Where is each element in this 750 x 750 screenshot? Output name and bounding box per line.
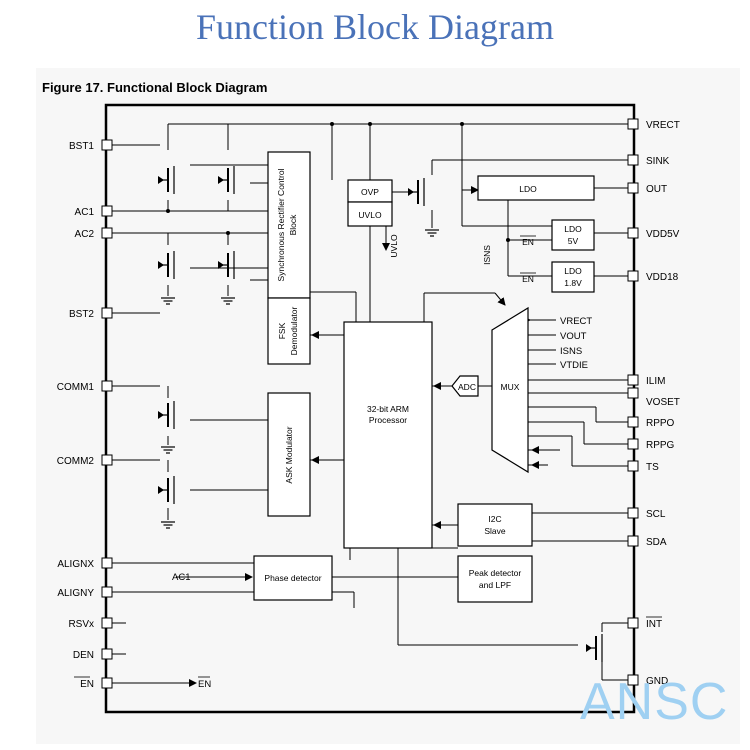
ldo18-label-2: 1.8V xyxy=(564,278,582,288)
rectifier-fet-1 xyxy=(157,165,175,195)
pin-voset: VOSET xyxy=(646,397,680,408)
phase-label: Phase detector xyxy=(264,573,321,583)
ldo5-label-1: LDO xyxy=(564,224,582,234)
fsk-demodulator-block xyxy=(267,297,311,365)
i2c-label-1: I2C xyxy=(488,514,501,524)
pin-rppo: RPPO xyxy=(646,418,675,429)
ldo5-label-2: 5V xyxy=(568,236,579,246)
pin-ac1: AC1 xyxy=(75,207,95,218)
sync-rectifier-label-1: Synchronous Rectifier Control xyxy=(276,168,286,281)
arm-label-1: 32-bit ARM xyxy=(367,404,409,414)
peak-detector-block xyxy=(457,555,533,603)
phase-detector-block xyxy=(253,555,333,601)
sync-rectifier-block xyxy=(267,151,311,299)
pin-int: INT xyxy=(646,619,662,630)
watermark: ANSC xyxy=(580,673,729,731)
pin-scl: SCL xyxy=(646,509,666,520)
ldo18-label-1: LDO xyxy=(564,266,582,276)
mux-in-vrect: VRECT xyxy=(560,316,592,327)
sink-fet xyxy=(407,177,425,207)
rectifier-fet-3 xyxy=(157,250,175,280)
comm1-fet xyxy=(157,400,175,430)
figure-caption: Figure 17. Functional Block Diagram xyxy=(42,80,268,95)
peak-label-2: and LPF xyxy=(479,580,511,590)
pin-den: DEN xyxy=(73,650,94,661)
mux-in-isns: ISNS xyxy=(560,346,582,357)
pin-sink: SINK xyxy=(646,156,670,167)
i2c-slave-block xyxy=(457,503,533,547)
pin-vdd18: VDD18 xyxy=(646,272,679,283)
fsk-label-2: Demodulator xyxy=(289,307,299,356)
pin-comm1: COMM1 xyxy=(57,382,95,393)
pin-sda: SDA xyxy=(646,537,667,548)
en-label-2: EN xyxy=(522,274,534,284)
pin-rsvx: RSVx xyxy=(68,619,94,630)
pin-ts: TS xyxy=(646,462,659,473)
peak-label-1: Peak detector xyxy=(469,568,522,578)
pin-comm2: COMM2 xyxy=(57,456,95,467)
pin-rppg: RPPG xyxy=(646,440,675,451)
isns-label: ISNS xyxy=(482,245,492,265)
pin-bst1: BST1 xyxy=(69,141,94,152)
mux-in-vtdie: VTDIE xyxy=(560,360,588,371)
en-label-1: EN xyxy=(522,237,534,247)
rectifier-fet-2 xyxy=(217,165,235,195)
fsk-label-1: FSK xyxy=(277,322,287,339)
sync-rectifier-label-2: Block xyxy=(288,214,298,236)
uvlo-label: UVLO xyxy=(358,210,382,220)
ovp-label: OVP xyxy=(361,187,379,197)
uvlo-block xyxy=(347,201,393,227)
en-output-label: EN xyxy=(198,679,211,690)
ldo-main-block xyxy=(477,175,595,201)
int-fet xyxy=(585,633,603,663)
pin-vdd5v: VDD5V xyxy=(646,229,680,240)
mux-label: MUX xyxy=(501,382,520,392)
uvlo-out-label: UVLO xyxy=(389,234,399,258)
arm-processor-block xyxy=(343,321,433,549)
ask-label: ASK Modulator xyxy=(284,426,294,483)
arm-label-2: Processor xyxy=(369,415,407,425)
pin-ac2: AC2 xyxy=(75,229,95,240)
ask-modulator-block xyxy=(267,392,311,517)
pin-gnd: GND xyxy=(646,676,668,687)
mux-in-vout: VOUT xyxy=(560,331,587,342)
phase-input-ac1: AC1 xyxy=(172,572,190,583)
page-title: Function Block Diagram xyxy=(196,7,554,47)
ldo-1v8-block xyxy=(551,261,595,293)
ldo-5v-block xyxy=(551,219,595,251)
pin-vrect: VRECT xyxy=(646,120,680,131)
pin-aligny: ALIGNY xyxy=(57,588,94,599)
ldo-main-label: LDO xyxy=(519,184,537,194)
mux-block xyxy=(491,306,529,474)
adc-block xyxy=(451,375,479,397)
comm2-fet xyxy=(157,475,175,505)
pin-ilim: ILIM xyxy=(646,376,665,387)
chip-outline xyxy=(104,103,636,714)
i2c-label-2: Slave xyxy=(484,526,506,536)
pin-alignx: ALIGNX xyxy=(57,559,94,570)
pin-bst2: BST2 xyxy=(69,309,94,320)
rectifier-fet-4 xyxy=(217,250,235,280)
pin-out: OUT xyxy=(646,184,667,195)
adc-label: ADC xyxy=(458,382,476,392)
pin-en: EN xyxy=(80,679,94,690)
